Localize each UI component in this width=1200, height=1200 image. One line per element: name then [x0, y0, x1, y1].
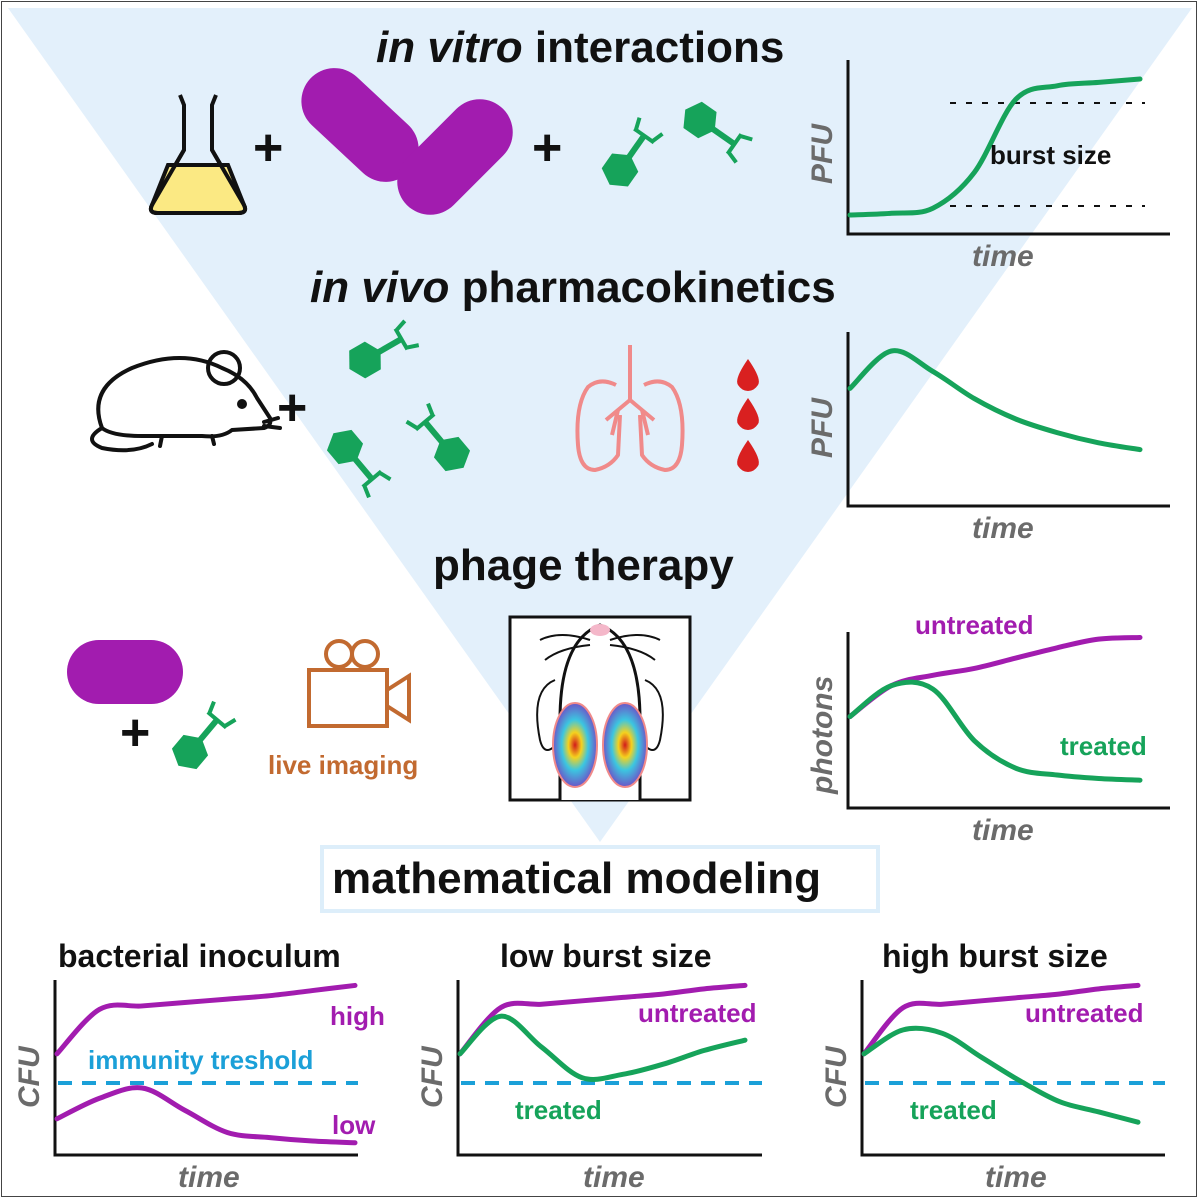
bacteria-icon: [397, 99, 513, 215]
funnel-triangle: [8, 8, 1192, 842]
in-vivo-title-rest: pharmacokinetics: [449, 263, 836, 312]
chart-3-ylabel: CFU: [13, 1046, 46, 1108]
immunity-threshold-label: immunity treshold: [88, 1045, 314, 1075]
chart-4-untreated-label: untreated: [638, 998, 757, 1028]
chart-5-series-0-line: [861, 982, 1141, 1057]
lungs-icon: [575, 345, 685, 472]
chart-2-treated-label: treated: [1060, 731, 1147, 761]
flask-icon: [148, 94, 248, 215]
blood-drop-icon: [737, 359, 759, 391]
chart-5-treated-label: treated: [910, 1095, 997, 1125]
phage-icon: [405, 402, 471, 472]
in-vivo-title: in vivo pharmacokinetics: [310, 266, 836, 310]
in-vitro-title: in vitro interactions: [376, 26, 784, 70]
in-vitro-title-rest: interactions: [522, 23, 785, 72]
chart-2-ylabel: photons: [806, 675, 839, 794]
plus-sign: +: [277, 379, 307, 437]
chart-2-series-0-line: [847, 634, 1143, 720]
chart-0-series-0-line: [847, 76, 1143, 218]
chart-3-title: bacterial inoculum: [58, 938, 341, 974]
chart-4-xlabel: time: [583, 1161, 645, 1194]
mouse-lung-imaging-icon: [508, 615, 692, 802]
bacteria-icon: [67, 640, 183, 704]
chart-4-ylabel: CFU: [416, 1046, 449, 1108]
chart-3-series-0-line: [54, 982, 358, 1057]
blood-drop-icon: [737, 440, 759, 472]
bacteria-icon: [301, 68, 419, 182]
phage-icon: [601, 117, 664, 187]
chart-3-low-label: low: [332, 1110, 376, 1140]
plus-sign: +: [253, 119, 283, 177]
chart-1-xlabel: time: [972, 512, 1034, 545]
phage-icon: [326, 429, 392, 499]
series-layer: [54, 76, 1143, 1146]
chart-1-series-0-line: [847, 348, 1143, 453]
plus-sign: +: [120, 704, 150, 762]
phage-therapy-title: phage therapy: [433, 541, 734, 590]
chart-3-xlabel: time: [178, 1161, 240, 1194]
chart-5-untreated-label: untreated: [1025, 998, 1144, 1028]
chart-2-untreated-label: untreated: [915, 610, 1034, 640]
chart-0-dashes: [950, 102, 1145, 207]
chart-5-series-1-line: [861, 1025, 1141, 1125]
modeling-title: mathematical modeling: [332, 854, 822, 903]
chart-3-series-1-line: [54, 1085, 358, 1146]
chart-1-ylabel: PFU: [806, 398, 839, 458]
chart-4-series-0-line: [457, 982, 748, 1057]
chart-2-series-1-line: [847, 679, 1143, 783]
in-vivo-title-italic: in vivo: [310, 263, 450, 312]
chart-axes: [53, 60, 1170, 1157]
phage-icon: [683, 101, 753, 164]
chart-3-high-label: high: [330, 1001, 385, 1031]
phage-icon: [171, 700, 237, 770]
modeling-title-box: [320, 845, 880, 913]
chart-4-title: low burst size: [500, 938, 712, 974]
chart-4-series-1-line: [457, 1013, 748, 1082]
mouse-icon: [90, 350, 282, 453]
chart-2-xlabel: time: [972, 814, 1034, 847]
plus-sign: +: [532, 119, 562, 177]
chart-0-ylabel: PFU: [806, 124, 839, 184]
video-camera-icon: [307, 639, 411, 728]
phage-icon: [349, 319, 420, 379]
chart-5-xlabel: time: [985, 1161, 1047, 1194]
live-imaging-label: live imaging: [268, 750, 419, 780]
in-vitro-title-italic: in vitro: [376, 23, 523, 72]
chart-0-xlabel: time: [972, 240, 1034, 273]
chart-4-treated-label: treated: [515, 1095, 602, 1125]
blood-drop-icon: [737, 398, 759, 430]
chart-5-title: high burst size: [882, 938, 1108, 974]
burst-size-label: burst size: [990, 140, 1112, 170]
chart-5-ylabel: CFU: [820, 1046, 853, 1108]
